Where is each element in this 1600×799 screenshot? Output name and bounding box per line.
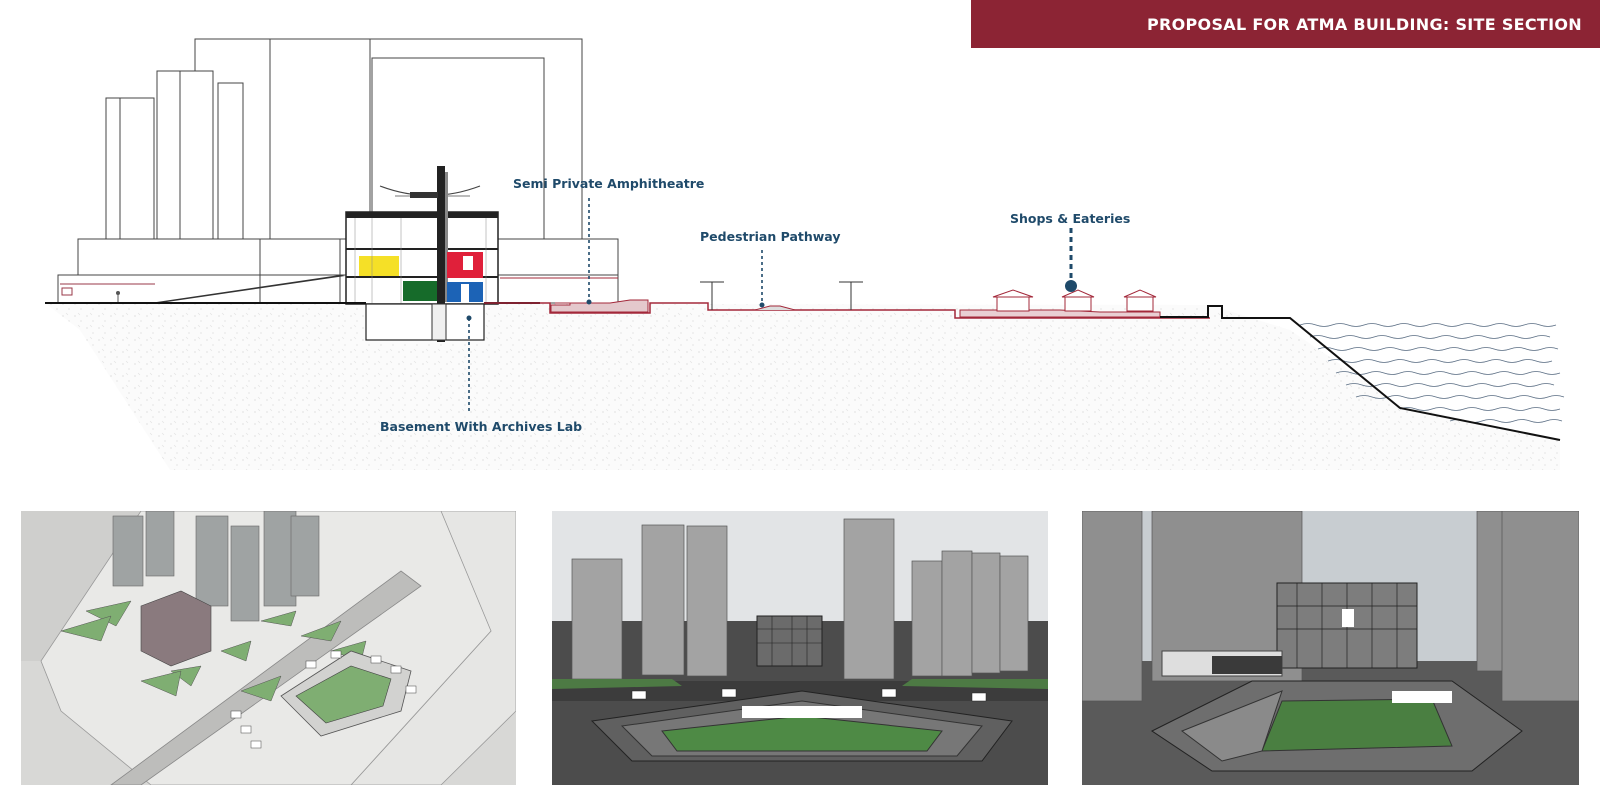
annotation-leaders [468, 198, 1073, 413]
basement-label: Basement With Archives Lab [380, 419, 583, 434]
street-lamps [700, 281, 863, 310]
room-green [403, 281, 437, 301]
aerial-view-render [21, 511, 516, 785]
waterfront-edge [1160, 305, 1561, 441]
atma-building-section [345, 166, 499, 342]
shops-eateries-label: Shops & Eateries [1010, 211, 1131, 226]
courtyard-view-render [1082, 511, 1579, 785]
entry-ramp [150, 275, 345, 303]
ground-hatch [45, 303, 1560, 470]
room-yellow [359, 256, 399, 276]
amphitheatre-label: Semi Private Amphitheatre [513, 176, 705, 191]
page-title-banner: PROPOSAL FOR ATMA BUILDING: SITE SECTION [971, 0, 1600, 48]
plaza-view-render [552, 511, 1048, 785]
water-waves [1299, 323, 1565, 423]
site-section-drawing [45, 38, 1565, 470]
pedestrian-pathway-label: Pedestrian Pathway [700, 229, 841, 244]
shop-kiosks [992, 289, 1157, 312]
amphitheatre-steps [550, 299, 649, 313]
page-title: PROPOSAL FOR ATMA BUILDING: SITE SECTION [1146, 14, 1582, 34]
background-towers [57, 38, 619, 304]
